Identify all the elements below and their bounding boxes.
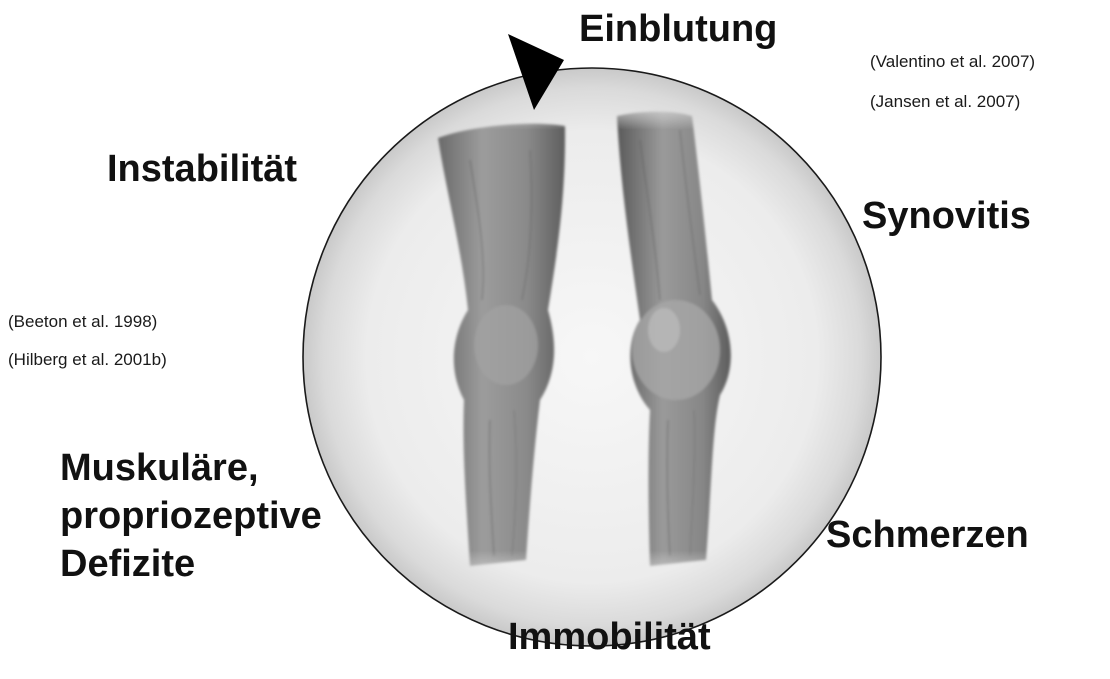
reference-beeton: (Beeton et al. 1998) (8, 312, 157, 332)
label-schmerzen: Schmerzen (826, 512, 1029, 558)
label-instabilitaet: Instabilität (107, 146, 297, 192)
reference-jansen: (Jansen et al. 2007) (870, 92, 1020, 112)
reference-valentino: (Valentino et al. 2007) (870, 52, 1035, 72)
label-line-2: propriozeptive (60, 492, 322, 540)
label-synovitis: Synovitis (862, 193, 1031, 239)
label-muskulaere-defizite: Muskuläre, propriozeptive Defizite (60, 444, 322, 588)
label-line-1: Muskuläre, (60, 444, 322, 492)
reference-hilberg: (Hilberg et al. 2001b) (8, 350, 167, 370)
label-immobilitaet: Immobilität (508, 614, 711, 660)
cycle-circle (303, 68, 881, 646)
label-einblutung: Einblutung (579, 6, 777, 52)
label-line-3: Defizite (60, 540, 322, 588)
